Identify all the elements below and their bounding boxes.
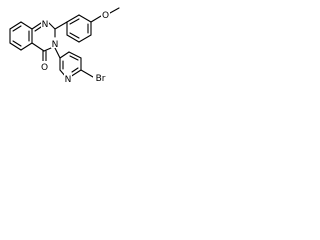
bond-double-inner — [69, 18, 80, 25]
bond — [59, 51, 70, 59]
atom-n-pyridine: N — [65, 75, 72, 85]
bond — [90, 15, 102, 23]
atom-o-carbonyl: O — [41, 63, 48, 73]
bond — [109, 7, 120, 14]
atom-o-methoxy: O — [102, 11, 109, 21]
bond — [80, 69, 94, 78]
bond — [78, 34, 92, 43]
bond — [43, 47, 52, 52]
bond-double-inner — [12, 40, 22, 47]
bond — [48, 22, 56, 30]
bond — [31, 22, 42, 30]
bond-double-inner — [71, 67, 79, 73]
bond-double-inner — [69, 32, 80, 39]
bond — [9, 21, 22, 30]
bond-layer — [9, 7, 120, 78]
atom-n-mid: N — [52, 40, 59, 50]
bond — [31, 42, 45, 52]
bond — [66, 34, 80, 43]
bond — [66, 14, 80, 23]
bond-double-inner — [12, 25, 22, 32]
atom-n-top: N — [42, 20, 49, 30]
bond-double-inner — [34, 26, 42, 32]
bond — [20, 21, 33, 30]
atom-label-layer: N N O O N Br — [40, 9, 110, 85]
atom-br: Br — [96, 74, 106, 84]
bond — [54, 21, 68, 30]
molecule-structure-diagram: N N O O N Br — [0, 0, 155, 112]
bond — [78, 14, 92, 23]
bond — [9, 42, 22, 51]
bond — [54, 47, 61, 59]
bond — [68, 51, 82, 59]
bond-double-inner — [69, 55, 79, 61]
bond — [20, 42, 33, 51]
structure-svg: N N O O N Br — [9, 7, 120, 85]
